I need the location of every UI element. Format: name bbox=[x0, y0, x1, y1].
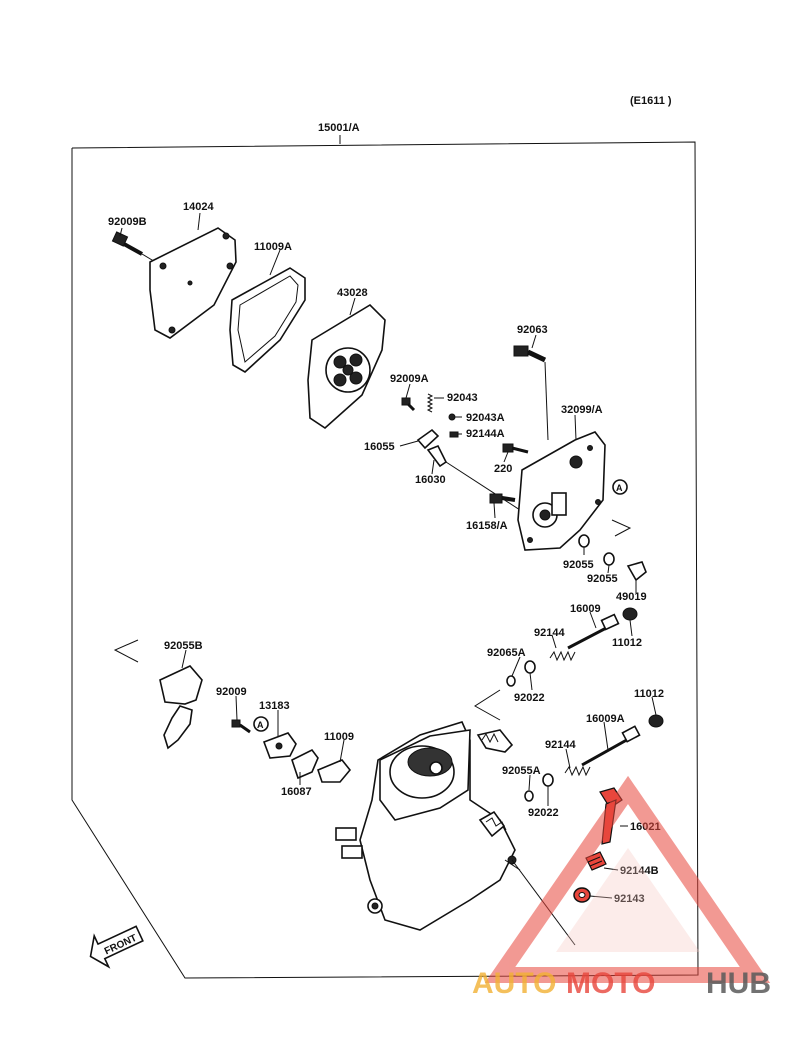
watermark-text: AUTO MOTO HUB bbox=[472, 967, 771, 1000]
screw-92009b bbox=[111, 231, 163, 267]
part-label: 92055 bbox=[563, 559, 594, 571]
part-label: 13183 bbox=[259, 700, 290, 712]
screw-16009 bbox=[567, 613, 620, 650]
screw-16009a bbox=[581, 725, 641, 767]
assembly-frame bbox=[71, 141, 699, 979]
carburetor-body bbox=[335, 721, 576, 946]
screw-220 bbox=[502, 443, 529, 454]
diagram-ref-code: (E1611 ) bbox=[630, 95, 672, 107]
part-label: 92009A bbox=[390, 373, 429, 385]
gasket-16087 bbox=[291, 748, 319, 780]
svg-text:A: A bbox=[257, 720, 264, 730]
part-label: 92065A bbox=[487, 647, 526, 659]
screw-16158a bbox=[489, 493, 516, 504]
cap-11012-lower bbox=[648, 714, 664, 728]
needle-16030 bbox=[426, 444, 521, 511]
watermark-triangle-icon bbox=[484, 775, 771, 983]
part-label: 92144B bbox=[620, 865, 659, 877]
diaphragm-43028 bbox=[307, 303, 386, 430]
screw-92009 bbox=[231, 719, 251, 734]
spring-92144-upper bbox=[549, 650, 576, 662]
part-label: 11009 bbox=[324, 731, 354, 743]
lever-16055 bbox=[416, 428, 440, 450]
gasket-92055b bbox=[159, 665, 203, 750]
washer-92143 bbox=[573, 887, 591, 903]
oring-92055a bbox=[524, 790, 534, 802]
oring-92055-b bbox=[603, 552, 615, 566]
part-label: 16055 bbox=[364, 441, 395, 453]
pump-cover-32099a bbox=[517, 431, 606, 551]
part-label: 16030 bbox=[415, 474, 446, 486]
part-label: 11012 bbox=[612, 637, 642, 649]
pin-92043a bbox=[448, 413, 456, 421]
part-label: 92009 bbox=[216, 686, 247, 698]
front-arrow: FRONT bbox=[89, 925, 144, 969]
plate-13183 bbox=[262, 732, 297, 759]
part-label: 92144 bbox=[534, 627, 565, 639]
ref-bracket-left bbox=[113, 639, 139, 663]
part-label: 43028 bbox=[337, 287, 368, 299]
ref-bracket-middle bbox=[474, 689, 501, 721]
part-label: 16009 bbox=[570, 603, 601, 615]
washer-92022-lower bbox=[542, 773, 554, 787]
washer-92022-upper bbox=[524, 660, 536, 674]
part-label: 49019 bbox=[616, 591, 647, 603]
part-label: 92022 bbox=[528, 807, 559, 819]
part-label: 92043A bbox=[466, 412, 505, 424]
part-label: 92144 bbox=[545, 739, 576, 751]
cover-plate-14024 bbox=[149, 227, 237, 339]
part-label: 92055B bbox=[164, 640, 203, 652]
gasket-11009 bbox=[317, 759, 352, 783]
part-label: 92063 bbox=[517, 324, 548, 336]
part-label: 220 bbox=[494, 463, 512, 475]
part-label: 14024 bbox=[183, 201, 214, 213]
part-label: 92055 bbox=[587, 573, 618, 585]
part-label: 16158/A bbox=[466, 520, 508, 532]
part-labels: 92009B 14024 11009A 43028 92063 92009A 9… bbox=[108, 201, 664, 905]
watermark-part1: AUTO bbox=[472, 967, 556, 1000]
leader-lines bbox=[119, 212, 657, 899]
watermark-logo bbox=[484, 775, 771, 983]
part-label: 92144A bbox=[466, 428, 505, 440]
part-label: 16087 bbox=[281, 786, 312, 798]
oring-92065a bbox=[506, 675, 516, 687]
spring-92043 bbox=[426, 393, 434, 413]
watermark-part2: MOTO bbox=[566, 967, 655, 1000]
screw-92009a bbox=[401, 397, 416, 412]
part-label: 11012 bbox=[634, 688, 664, 700]
assembly-label: 15001/A bbox=[318, 122, 360, 134]
part-label: 92143 bbox=[614, 893, 645, 905]
gasket-11009a bbox=[229, 267, 306, 373]
part-label: 92043 bbox=[447, 392, 478, 404]
part-label: 11009A bbox=[254, 241, 292, 253]
spring-92144-lower bbox=[564, 765, 591, 777]
part-label: 32099/A bbox=[561, 404, 603, 416]
callout-a-bottom: A bbox=[253, 716, 269, 732]
part-label: 16009A bbox=[586, 713, 625, 725]
cap-11012-upper bbox=[622, 607, 638, 621]
oring-92055-a bbox=[578, 534, 590, 548]
spring-92144a bbox=[449, 431, 459, 438]
watermark-part3: HUB bbox=[706, 967, 771, 1000]
svg-text:A: A bbox=[616, 483, 623, 493]
part-label: 92022 bbox=[514, 692, 545, 704]
cap-49019 bbox=[626, 561, 647, 582]
part-label: 92009B bbox=[108, 216, 147, 228]
callout-a-top: A bbox=[612, 479, 628, 495]
part-label: 92055A bbox=[502, 765, 541, 777]
screw-92063 bbox=[513, 345, 549, 441]
ref-bracket-right bbox=[611, 519, 632, 537]
